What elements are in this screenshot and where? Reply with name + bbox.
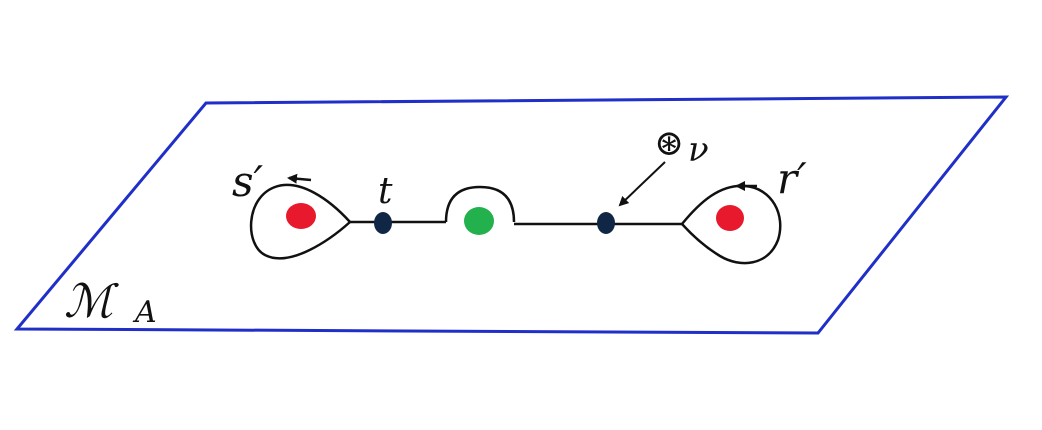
loop-r-prime	[680, 184, 782, 265]
loop-s-prime	[249, 183, 352, 260]
label-r-prime: r′	[777, 154, 807, 203]
path-bump	[444, 185, 516, 223]
point-t	[374, 212, 392, 234]
label-basepoint-nu: ν	[688, 130, 709, 170]
puncture-left-red	[286, 203, 316, 229]
point-basepoint	[597, 212, 615, 234]
label-basepoint-symbol: ⊛	[654, 123, 684, 164]
puncture-right-red	[716, 205, 744, 231]
manifold-plane	[13, 95, 1010, 335]
label-s-prime: s′	[232, 157, 264, 206]
puncture-green	[464, 207, 494, 235]
label-manifold-subscript: A	[132, 295, 157, 330]
basepoint-pointer-arrow	[618, 161, 666, 207]
loop-s-prime-arrow	[287, 173, 312, 184]
label-t: t	[378, 171, 393, 212]
label-manifold: ℳ	[64, 274, 119, 328]
